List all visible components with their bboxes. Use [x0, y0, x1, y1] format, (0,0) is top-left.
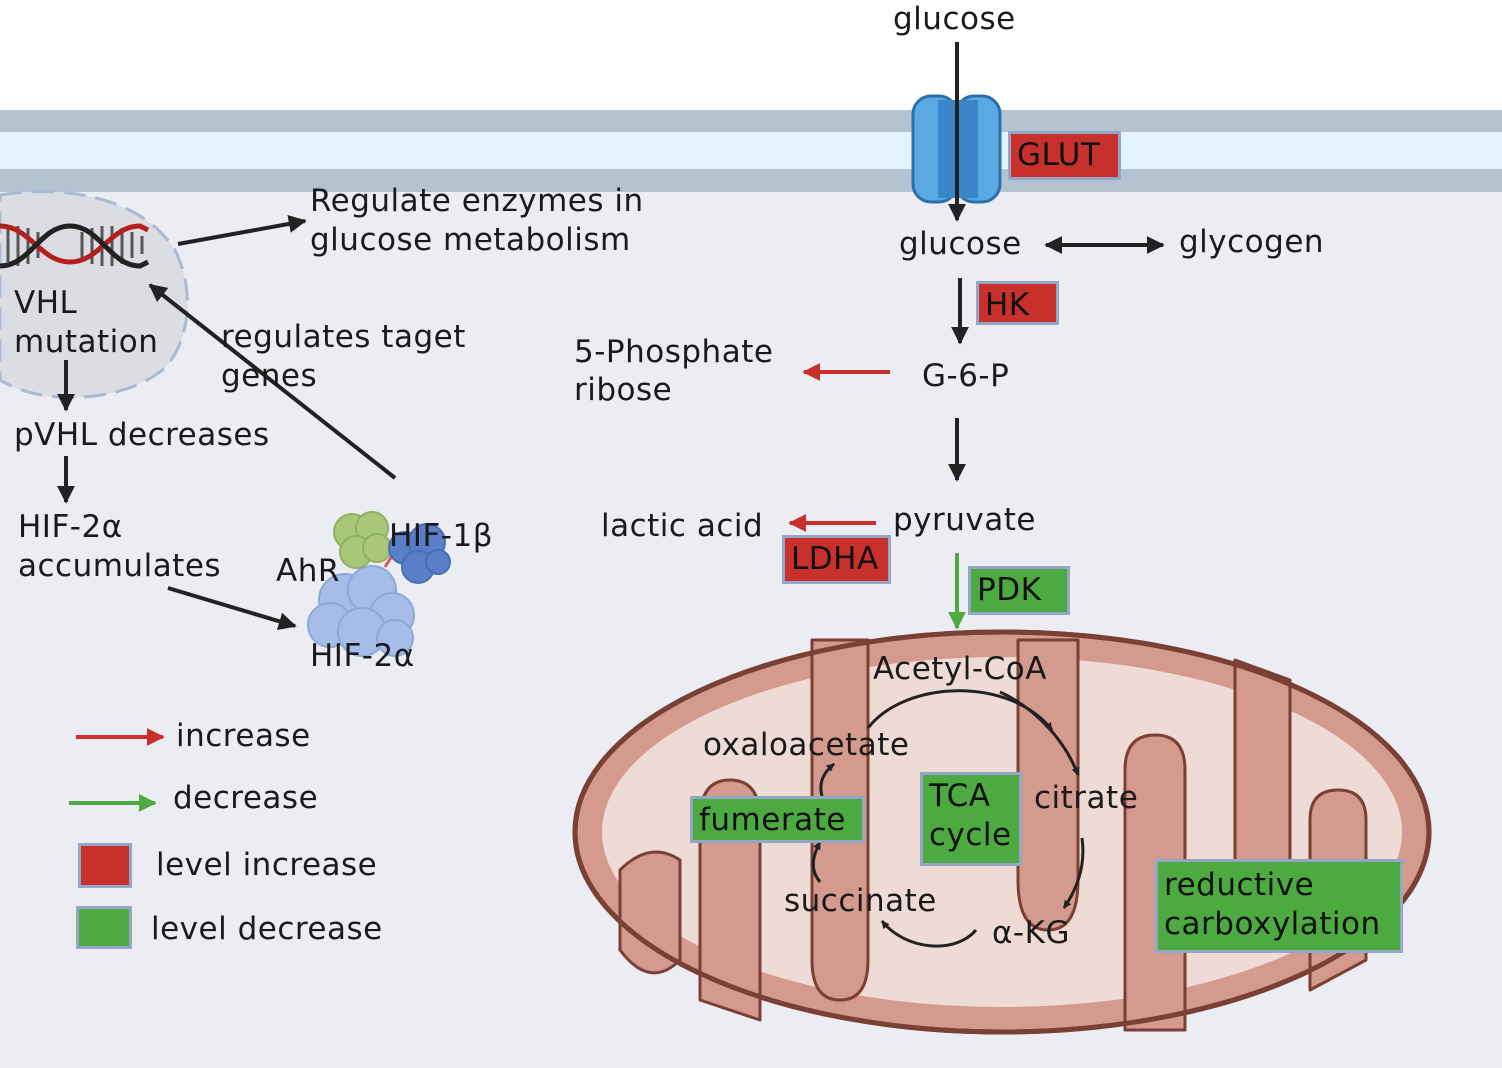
glut-transporter-icon	[911, 94, 1002, 204]
label-ribose: ribose	[574, 372, 673, 408]
label-glucose-extracellular: glucose	[893, 1, 1016, 37]
arrow-hif2a-complex	[167, 586, 297, 630]
label-g6p: G-6-P	[922, 358, 1010, 394]
box-ldha: LDHA	[782, 535, 891, 584]
label-oxaloacetate: oxaloacetate	[703, 727, 910, 763]
label-citrate: citrate	[1034, 780, 1139, 816]
box-hk: HK	[976, 281, 1059, 325]
label-genes: genes	[221, 358, 318, 394]
legend-decrease-label: decrease	[173, 780, 319, 816]
label-glucose-metabolism: glucose metabolism	[310, 222, 631, 258]
label-pvhl-decreases: pVHL decreases	[14, 417, 270, 453]
box-fumerate: fumerate	[690, 796, 865, 843]
label-alpha-kg: α-KG	[992, 915, 1070, 951]
tca-line-1: TCA	[929, 778, 991, 814]
label-lactic-acid: lactic acid	[601, 508, 764, 544]
tca-line-2: cycle	[929, 817, 1012, 853]
label-pyruvate: pyruvate	[893, 502, 1036, 538]
label-vhl: VHL	[14, 285, 78, 321]
arrow-dna-regulate	[177, 215, 307, 246]
legend-level-increase-swatch	[78, 843, 132, 888]
legend-increase-label: increase	[176, 718, 311, 754]
extracellular-space	[0, 0, 1502, 110]
label-succinate: succinate	[784, 883, 937, 919]
arrow-complex-dna	[148, 283, 397, 480]
label-mutation: mutation	[14, 324, 159, 360]
box-glut: GLUT	[1008, 131, 1121, 180]
arrow-citrate-akg	[1062, 837, 1085, 909]
arrow-akg-succinate	[880, 920, 978, 948]
protein-complex-icon	[307, 511, 451, 657]
label-glucose-intracellular: glucose	[899, 226, 1022, 262]
arrow-succinate-fumerate	[811, 841, 822, 883]
label-regulates-taget: regulates taget	[221, 319, 466, 355]
label-ahr: AhR	[276, 553, 340, 589]
label-hif2a: HIF-2α	[310, 638, 415, 674]
label-hif2a-accumulates-l1: HIF-2α	[18, 509, 123, 545]
label-regulate-enzymes: Regulate enzymes in	[310, 183, 644, 219]
dna-helix-icon	[0, 223, 150, 269]
label-glycogen: glycogen	[1179, 224, 1325, 260]
legend-level-decrease-swatch	[76, 906, 132, 949]
label-hif2a-accumulates-l2: accumulates	[18, 548, 222, 584]
label-5-phosphate: 5-Phosphate	[574, 334, 774, 370]
membrane-core	[0, 132, 1502, 169]
legend-level-increase-label: level increase	[156, 847, 378, 883]
legend-level-decrease-label: level decrease	[151, 911, 383, 947]
arrow-to-citrate	[999, 690, 1080, 776]
label-acetyl-coa: Acetyl-CoA	[873, 651, 1047, 687]
reductive-line-1: reductive	[1164, 867, 1315, 903]
reductive-line-2: carboxylation	[1164, 906, 1381, 942]
label-hif1b: HIF-1β	[389, 518, 493, 554]
box-tca-cycle: TCA cycle	[920, 772, 1022, 866]
box-reductive-carboxylation: reductive carboxylation	[1155, 859, 1403, 953]
arrow-fumerate-oxaloacetate	[819, 762, 835, 797]
box-pdk: PDK	[968, 566, 1070, 615]
